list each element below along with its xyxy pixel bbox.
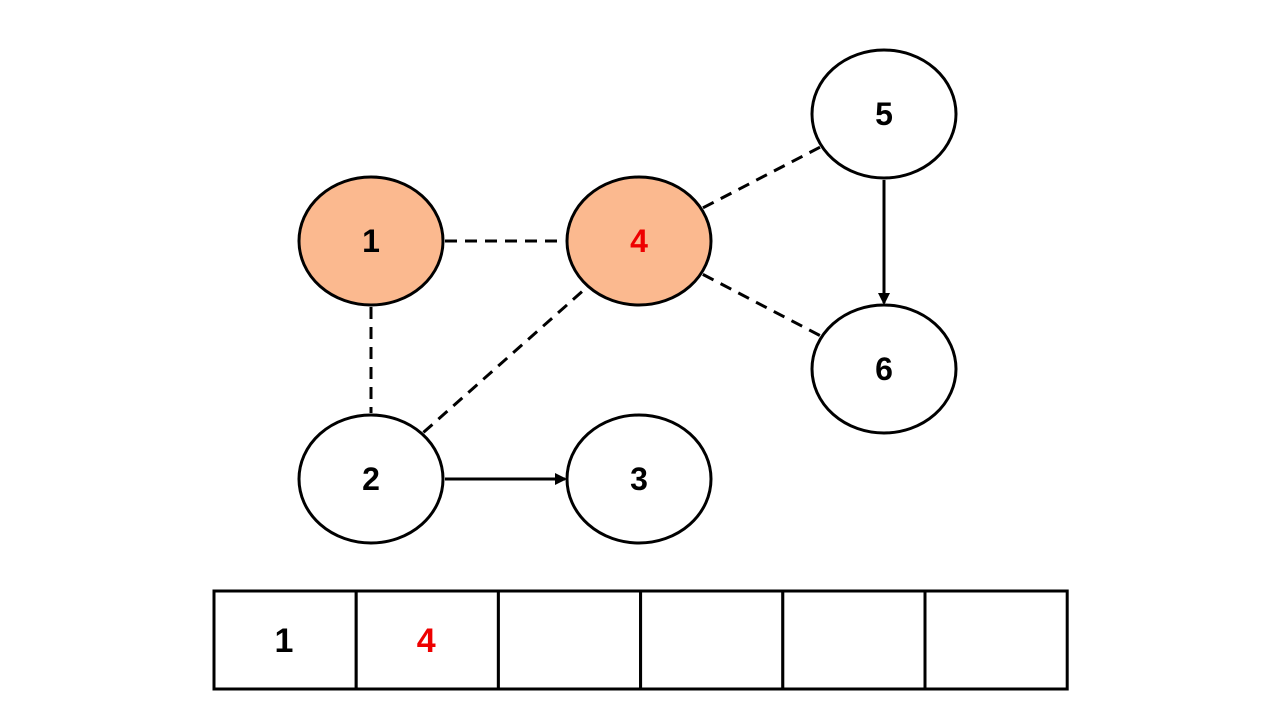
node-2-circle bbox=[297, 413, 445, 545]
node-3-circle bbox=[565, 413, 713, 545]
queue-cell: 1 bbox=[212, 589, 358, 691]
queue-cell-box bbox=[639, 589, 785, 691]
node-5-circle bbox=[810, 48, 958, 180]
node-2: 2 bbox=[297, 413, 445, 545]
queue-cell bbox=[639, 589, 785, 691]
node-1-circle bbox=[297, 175, 445, 307]
queue-cell-box bbox=[212, 589, 358, 691]
edge-2-4 bbox=[422, 286, 588, 434]
node-1-label: 1 bbox=[362, 223, 380, 259]
nodes-layer: 1 2 3 4 5 6 bbox=[297, 48, 958, 545]
node-6-circle bbox=[810, 303, 958, 435]
queue-cell-label: 1 bbox=[275, 622, 294, 660]
node-2-label: 2 bbox=[362, 461, 380, 497]
queue-cell bbox=[496, 589, 643, 691]
node-3: 3 bbox=[565, 413, 713, 545]
node-1: 1 bbox=[297, 175, 445, 307]
node-5-label: 5 bbox=[875, 96, 893, 132]
queue-cell bbox=[781, 589, 927, 691]
queue-cell-box bbox=[354, 589, 500, 691]
node-3-label: 3 bbox=[630, 461, 648, 497]
queue-cell-box bbox=[781, 589, 927, 691]
edge-4-5 bbox=[702, 145, 821, 210]
node-5: 5 bbox=[810, 48, 958, 180]
node-4-circle bbox=[565, 175, 713, 307]
queue-cell: 4 bbox=[354, 589, 500, 691]
node-4: 4 bbox=[565, 175, 713, 307]
node-4-label: 4 bbox=[630, 223, 648, 259]
queue-cell-label: 4 bbox=[417, 622, 436, 660]
edge-4-6 bbox=[702, 273, 821, 337]
queue-cell-box bbox=[923, 589, 1069, 691]
queue-cell bbox=[923, 589, 1069, 691]
node-6-label: 6 bbox=[875, 351, 893, 387]
edges-layer bbox=[369, 145, 890, 485]
node-6: 6 bbox=[810, 303, 958, 435]
queue-cell-box bbox=[496, 589, 643, 691]
